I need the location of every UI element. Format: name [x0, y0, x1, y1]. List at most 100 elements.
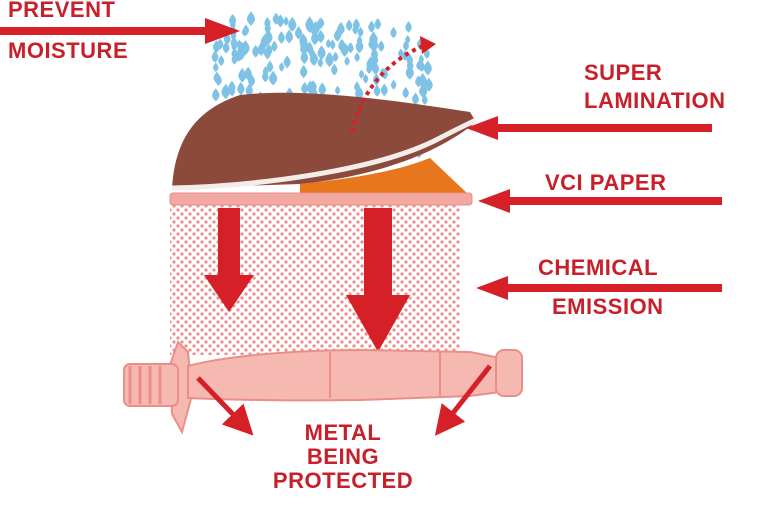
water-droplet: [306, 41, 313, 55]
water-droplet: [398, 48, 404, 59]
water-droplet: [212, 88, 220, 102]
chemical-emission-label-line1: CHEMICAL: [538, 255, 659, 280]
water-droplet: [211, 50, 219, 63]
water-droplet: [231, 41, 237, 52]
water-droplet: [246, 11, 255, 26]
water-droplet: [418, 72, 427, 89]
water-droplet: [262, 70, 269, 82]
chemical-emission-arrow: [476, 276, 722, 300]
water-droplet: [412, 92, 419, 105]
water-droplet: [317, 57, 324, 68]
water-droplet: [425, 65, 431, 76]
water-droplet: [237, 81, 245, 96]
water-droplet: [352, 24, 359, 35]
water-droplet: [245, 83, 253, 97]
water-droplet: [325, 38, 331, 49]
water-droplet: [311, 30, 319, 46]
water-droplet: [316, 17, 324, 30]
metal-arrow-right: [434, 364, 492, 436]
water-droplet: [288, 16, 297, 32]
water-droplet: [218, 55, 225, 67]
vci-paper-strip: [169, 192, 473, 206]
water-droplet: [357, 26, 364, 38]
water-droplet: [325, 51, 334, 68]
water-droplet: [363, 73, 369, 84]
vci-paper-arrow: [478, 189, 722, 213]
water-droplet: [300, 41, 308, 56]
metal-protected-label-line2: BEING: [306, 444, 380, 469]
super-lamination-label-line2: LAMINATION: [584, 88, 726, 113]
water-droplet: [300, 50, 309, 65]
water-droplet: [374, 18, 381, 30]
water-droplet: [344, 56, 350, 66]
water-droplet: [265, 43, 273, 57]
water-droplet: [294, 26, 303, 40]
water-droplet: [299, 64, 308, 79]
moisture-deflect-arrowhead: [420, 36, 436, 54]
vci-paper-label: VCI PAPER: [545, 170, 667, 195]
water-droplet: [405, 20, 412, 33]
water-droplet: [283, 55, 291, 69]
water-droplet: [306, 80, 315, 95]
emission-arrow-left: [204, 208, 254, 312]
water-droplet: [252, 44, 260, 58]
water-droplet: [368, 20, 375, 33]
prevent-moisture-label-line2: MOISTURE: [8, 38, 129, 63]
water-droplet: [418, 54, 424, 64]
water-droplet: [333, 28, 341, 42]
water-droplet: [317, 29, 325, 44]
super-lamination-layer: [172, 92, 476, 188]
water-droplet: [277, 31, 285, 44]
water-droplet: [271, 40, 278, 52]
water-droplet: [305, 16, 314, 32]
water-droplet: [229, 85, 236, 97]
water-droplet: [335, 85, 341, 95]
water-droplet: [331, 63, 338, 76]
water-droplet: [212, 40, 221, 54]
water-droplet: [266, 60, 274, 73]
water-droplet: [318, 46, 326, 60]
emission-arrow-center: [346, 208, 410, 352]
water-droplet: [264, 29, 273, 45]
water-droplet: [278, 62, 285, 72]
water-droplet: [368, 39, 374, 49]
water-droplet: [355, 39, 364, 54]
water-droplet: [301, 81, 309, 95]
water-droplet: [221, 83, 230, 100]
lamination-edge: [171, 117, 478, 191]
water-droplet: [347, 42, 354, 54]
water-droplet: [309, 51, 319, 67]
water-droplet: [311, 81, 317, 92]
water-droplet: [425, 77, 433, 92]
water-droplet: [390, 79, 397, 90]
water-droplet: [354, 52, 360, 63]
water-droplet: [405, 64, 414, 80]
water-droplet: [215, 74, 222, 86]
water-droplet: [390, 26, 397, 39]
water-droplet: [231, 53, 238, 65]
water-droplet: [338, 38, 346, 52]
water-droplet: [213, 62, 219, 73]
water-droplet: [403, 40, 409, 51]
water-droplet: [373, 84, 381, 97]
water-droplet: [222, 41, 230, 54]
water-droplet: [421, 94, 428, 105]
water-droplet: [236, 39, 242, 50]
water-droplet: [283, 16, 289, 26]
water-droplet: [272, 12, 280, 25]
water-droplet: [238, 67, 247, 83]
metal-bolt: [123, 340, 523, 435]
chemical-emission-label-line2: EMISSION: [552, 294, 664, 319]
super-lamination-label-line1: SUPER: [584, 60, 663, 85]
water-droplet: [285, 29, 293, 44]
metal-arrow-left: [196, 376, 254, 436]
water-droplet: [419, 83, 428, 98]
super-lamination-arrow: [466, 116, 712, 140]
water-droplet: [332, 51, 339, 62]
water-droplet: [378, 40, 385, 52]
metal-protected-label-line3: PROTECTED: [272, 468, 414, 493]
water-droplet: [269, 70, 278, 86]
water-droplet: [248, 74, 256, 88]
